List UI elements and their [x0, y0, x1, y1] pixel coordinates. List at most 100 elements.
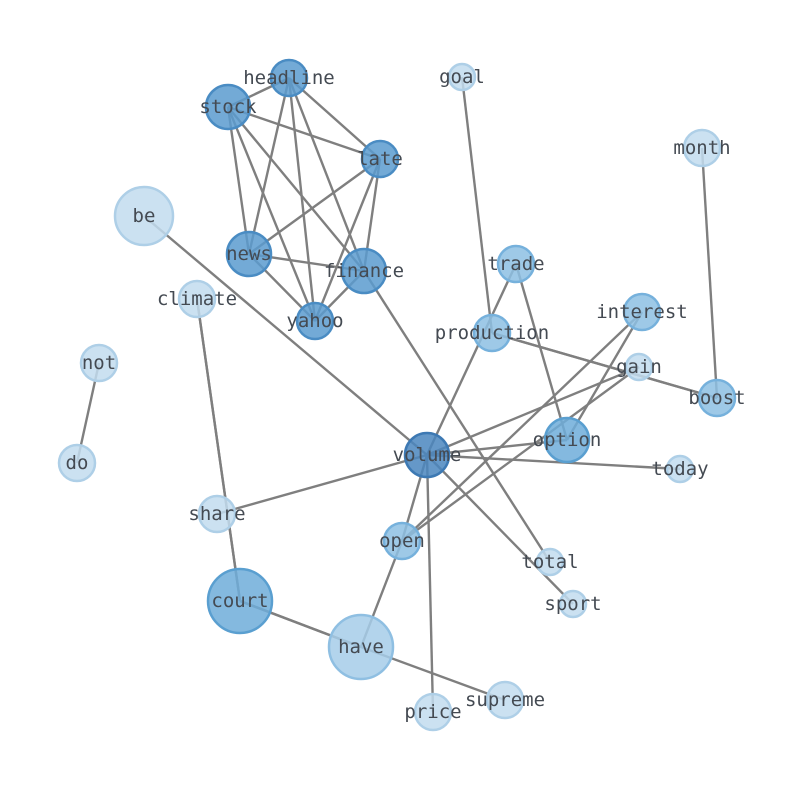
edge-production-boost: [491, 331, 718, 400]
node-stock: stock: [199, 83, 257, 131]
node-circle-headline: [269, 58, 309, 98]
node-circle-sport: [558, 589, 588, 619]
node-circle-late: [360, 139, 400, 179]
edge-interest-option: [565, 311, 644, 441]
node-label-goal: goal: [439, 66, 485, 88]
node-circle-do: [57, 443, 97, 483]
node-circle-be: [113, 185, 175, 247]
edge-stock-finance: [227, 106, 365, 272]
node-circle-total: [535, 547, 565, 577]
edge-late-yahoo: [313, 158, 382, 322]
node-month: month: [673, 128, 731, 168]
edge-volume-share: [216, 453, 428, 516]
node-label-volume: volume: [393, 444, 462, 466]
node-supreme: supreme: [465, 680, 545, 720]
node-circle-stock: [204, 83, 252, 131]
node-label-month: month: [673, 137, 730, 159]
node-yahoo: yahoo: [286, 301, 344, 341]
node-label-supreme: supreme: [465, 689, 545, 711]
edge-trade-option: [514, 263, 569, 441]
edge-finance-total: [362, 270, 552, 563]
edge-gain-volume: [426, 365, 640, 457]
node-have: have: [327, 613, 395, 681]
node-open: open: [379, 521, 425, 561]
node-be: be: [113, 185, 175, 247]
edge-headline-news: [247, 77, 291, 255]
node-late: late: [357, 139, 403, 179]
node-finance: finance: [324, 247, 404, 295]
node-label-yahoo: yahoo: [286, 310, 343, 332]
node-gain: gain: [616, 352, 662, 382]
node-circle-boost: [697, 378, 737, 418]
edge-trade-volume: [425, 263, 518, 456]
node-boost: boost: [688, 378, 746, 418]
node-circle-supreme: [485, 680, 525, 720]
node-interest: interest: [596, 292, 688, 332]
edge-goal-production: [460, 76, 494, 334]
node-production: production: [435, 313, 549, 353]
node-label-late: late: [357, 148, 403, 170]
node-label-share: share: [188, 503, 245, 525]
node-label-open: open: [379, 530, 425, 552]
node-label-headline: headline: [243, 67, 335, 89]
node-label-boost: boost: [688, 387, 745, 409]
node-circle-goal: [447, 62, 477, 92]
node-share: share: [188, 494, 246, 534]
edge-interest-open: [401, 311, 643, 542]
edge-layer: [75, 76, 719, 713]
node-circle-news: [225, 230, 273, 278]
edge-volume-today: [426, 453, 681, 471]
node-option: option: [533, 416, 602, 464]
node-headline: headline: [243, 58, 335, 98]
node-today: today: [651, 454, 709, 484]
node-circle-not: [79, 343, 119, 383]
node-do: do: [57, 443, 97, 483]
edge-stock-late: [227, 105, 381, 161]
node-label-news: news: [226, 243, 272, 265]
edge-headline-late: [288, 77, 381, 160]
edge-option-volume: [426, 438, 568, 457]
node-label-price: price: [404, 701, 461, 723]
node-news: news: [225, 230, 273, 278]
edge-headline-finance: [287, 77, 366, 272]
edge-gain-open: [401, 366, 640, 542]
edge-stock-yahoo: [226, 106, 317, 322]
node-circle-yahoo: [295, 301, 335, 341]
node-volume: volume: [393, 431, 462, 479]
node-circle-climate: [177, 279, 217, 319]
node-circle-today: [665, 454, 695, 484]
node-label-court: court: [211, 590, 268, 612]
node-label-gain: gain: [616, 356, 662, 378]
node-court: court: [206, 567, 274, 635]
node-circle-have: [327, 613, 395, 681]
node-label-total: total: [521, 551, 578, 573]
node-circle-production: [472, 313, 512, 353]
node-total: total: [521, 547, 579, 577]
node-not: not: [79, 343, 119, 383]
node-label-trade: trade: [487, 253, 544, 275]
node-trade: trade: [487, 244, 545, 284]
node-sport: sport: [544, 589, 602, 619]
edge-volume-sport: [426, 454, 574, 605]
node-price: price: [404, 692, 462, 732]
node-label-do: do: [66, 452, 89, 474]
edge-month-boost: [700, 147, 719, 399]
node-label-have: have: [338, 636, 384, 658]
node-goal: goal: [439, 62, 485, 92]
node-label-option: option: [533, 429, 602, 451]
node-circle-option: [543, 416, 591, 464]
edge-be-volume: [143, 215, 428, 456]
node-label-stock: stock: [199, 96, 257, 118]
edge-climate-court: [195, 298, 242, 602]
node-label-today: today: [651, 458, 708, 480]
node-label-not: not: [82, 352, 116, 374]
node-circle-open: [382, 521, 422, 561]
node-circle-interest: [622, 292, 662, 332]
node-label-finance: finance: [324, 260, 404, 282]
node-label-be: be: [133, 205, 156, 227]
node-circle-finance: [340, 247, 388, 295]
node-label-sport: sport: [544, 593, 601, 615]
edge-stock-news: [226, 106, 251, 255]
node-circle-month: [682, 128, 722, 168]
node-label-interest: interest: [596, 301, 688, 323]
